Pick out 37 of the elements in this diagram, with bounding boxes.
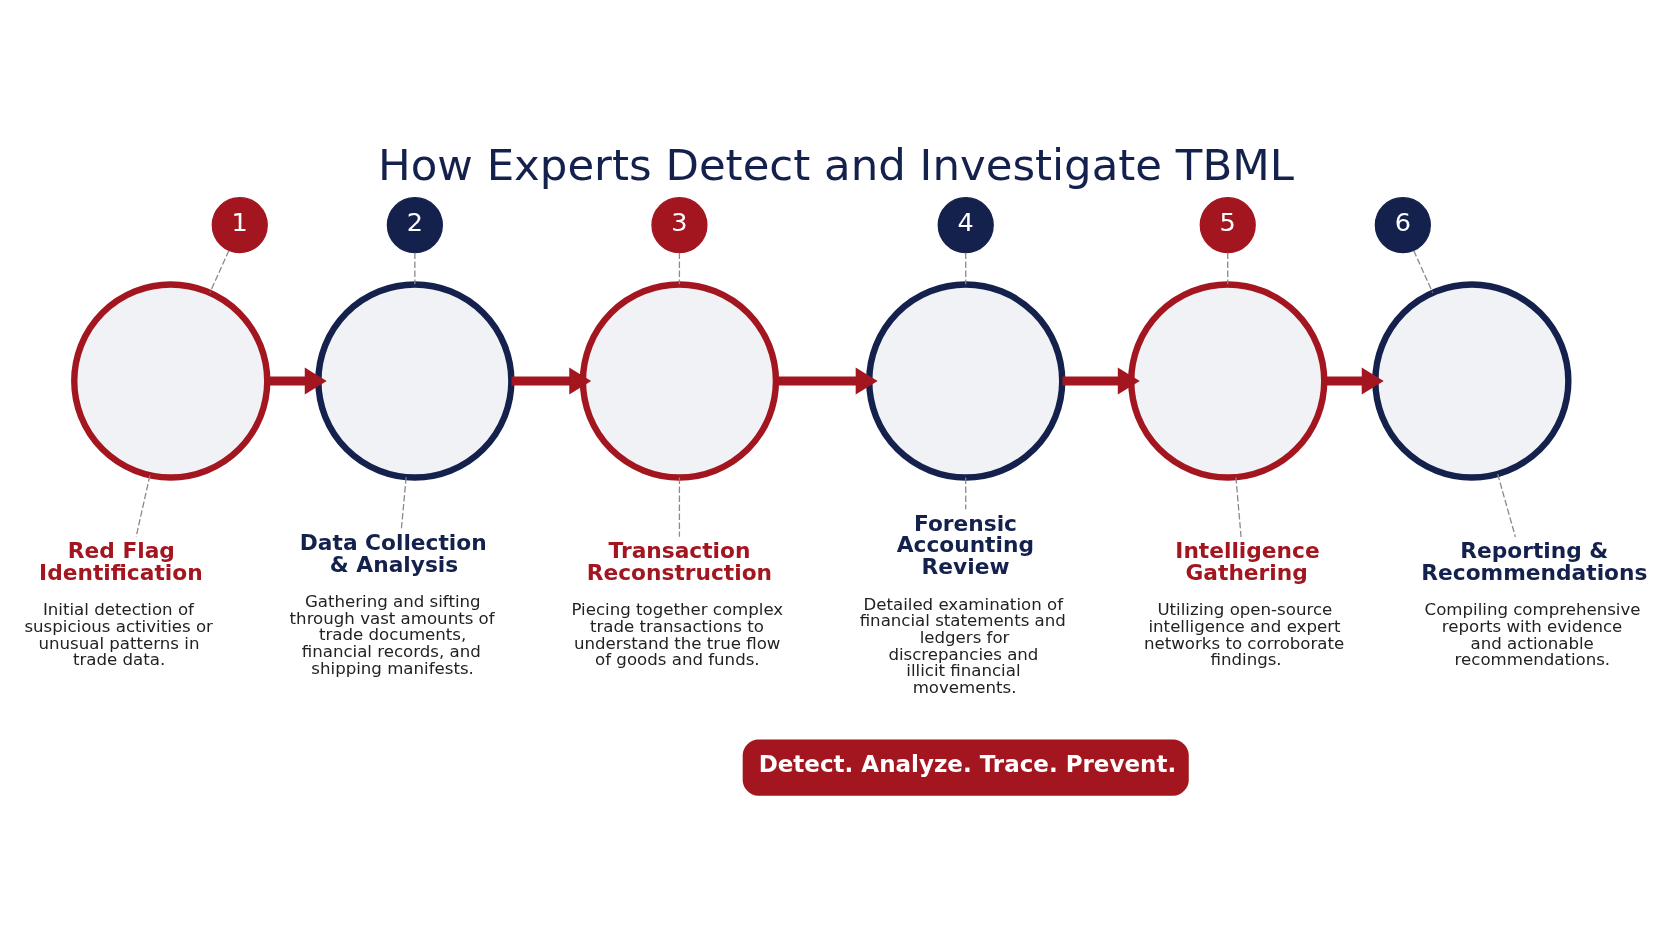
node-circle: [1372, 281, 1572, 481]
connector: [1227, 252, 1229, 285]
node-circle: 2: [386, 197, 443, 254]
arrow: [776, 367, 878, 395]
connector: [678, 252, 681, 285]
diagram-title: How Experts Detect and Investigate TBML: [378, 139, 1294, 190]
node-text: Transaction Reconstruction Piecing together complex trade transactions to understand the true flow of goods and funds.: [571, 538, 784, 670]
node-circle: 6: [1374, 197, 1431, 254]
node-circle: [1128, 281, 1328, 481]
node-circle: 3: [651, 197, 708, 254]
node-circle: [866, 281, 1066, 481]
node-text: Forensic Accounting Review Detailed examination of financial statements and ledgers for discrepancies and illicit financial movements.: [859, 510, 1066, 697]
label: Detect. Analyze. Trace. Prevent.: [758, 751, 1177, 777]
node-text: Reporting & Recommendations Compiling comprehensive reports with evidence and actionable recommendations.: [1421, 538, 1648, 670]
connector: [1497, 473, 1517, 538]
connector: [1235, 476, 1242, 538]
arrow: [1324, 367, 1384, 395]
connector: [678, 476, 681, 538]
connector: [965, 252, 967, 285]
node-text: Intelligence Gathering Utilizing open-source intelligence and expert networks to corroborate findings.: [1144, 538, 1345, 670]
node-text: Data Collection & Analysis Gathering and sifting through vast amounts of trade documents, financial records, and shipping manifests.: [289, 529, 495, 678]
node-circle: 1: [211, 197, 268, 254]
connector: [400, 476, 407, 530]
connector: [1413, 250, 1434, 294]
arrow: [511, 367, 592, 395]
connector: [209, 250, 230, 294]
arrow: [267, 367, 327, 395]
node-text: Red Flag Identification Initial detection of suspicious activities or unusual patterns in trade data.: [24, 538, 213, 670]
connector: [414, 252, 416, 285]
connector: [965, 476, 967, 510]
arrow: [1062, 367, 1140, 395]
node-circle: [71, 281, 271, 481]
node-circle: [315, 281, 515, 481]
node-circle: [579, 281, 780, 481]
connector: [135, 474, 151, 538]
node-circle: 4: [937, 197, 994, 254]
node-circle: 5: [1199, 197, 1256, 254]
